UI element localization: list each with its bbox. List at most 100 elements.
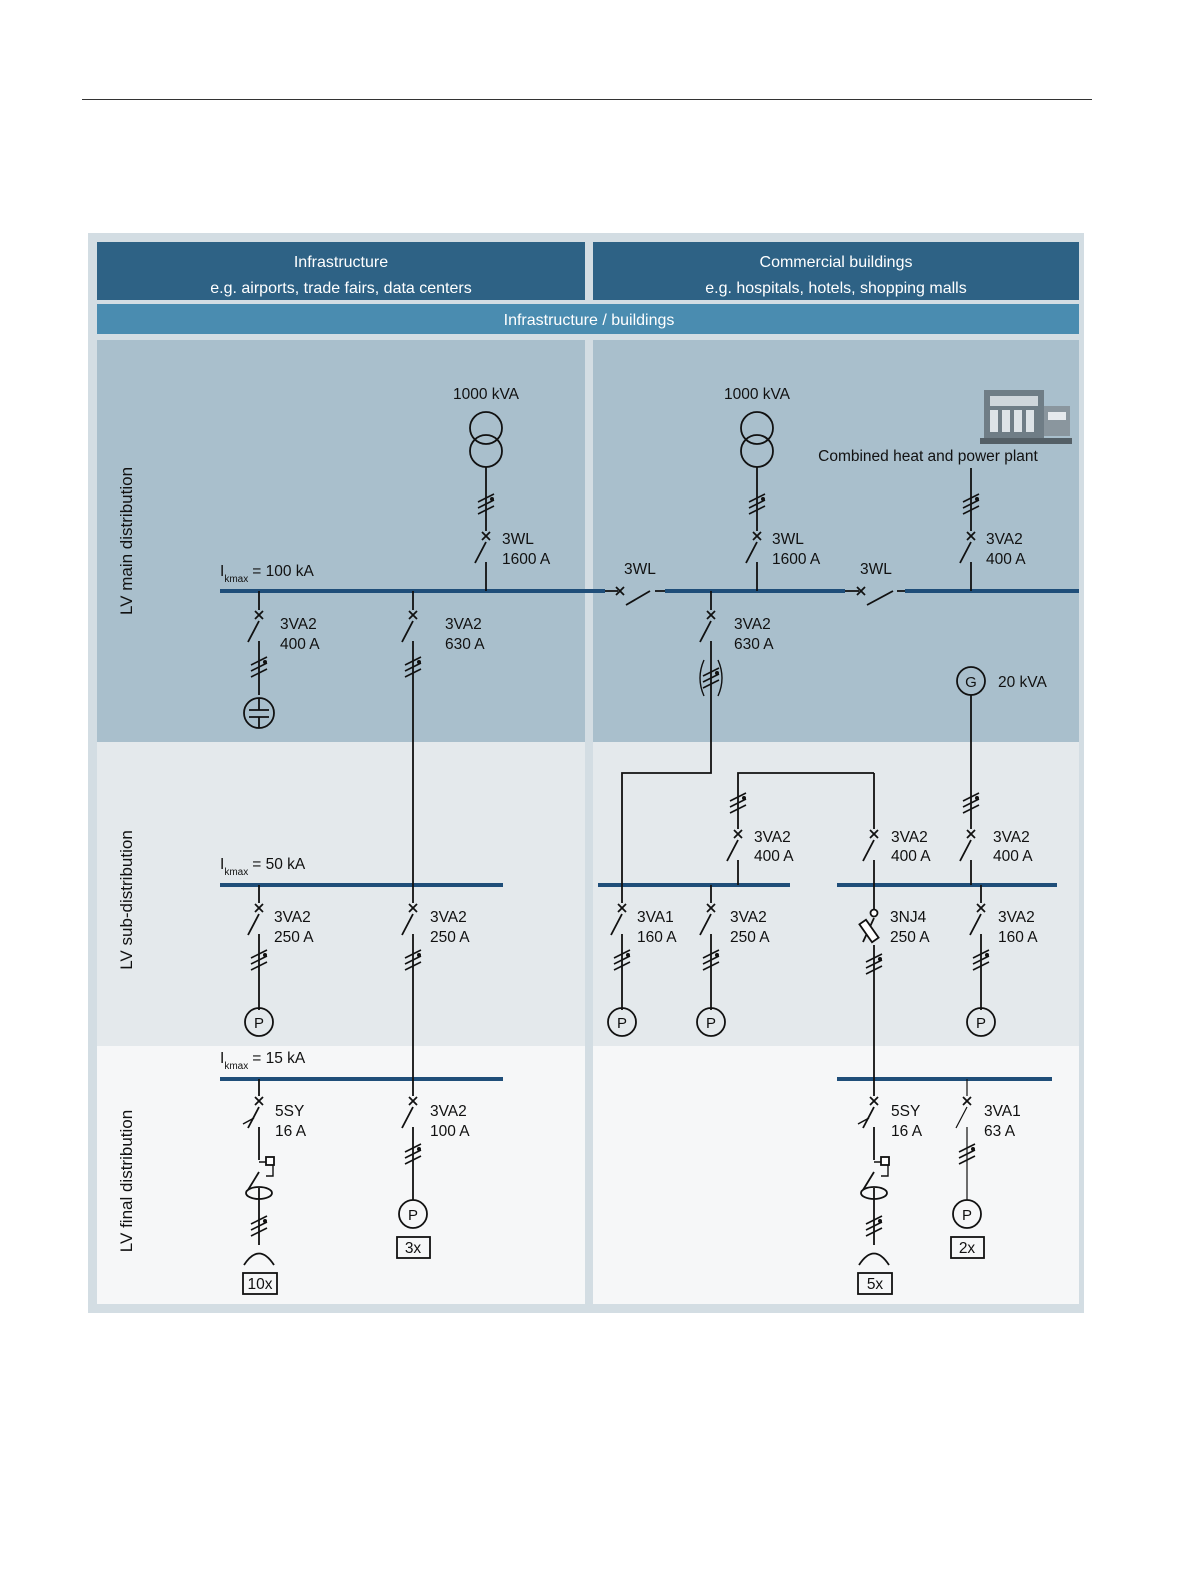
multiplier-box-3x <box>396 1236 431 1259</box>
header-right-title: Commercial buildings <box>760 254 913 271</box>
incomer-left-type: 3WL <box>502 531 534 548</box>
sub-b-1-rating: 250 A <box>890 929 930 946</box>
switch-contact-3nj4 <box>869 908 879 918</box>
header-left-title: Infrastructure <box>294 254 388 271</box>
sub-b-1-type: 3NJ4 <box>890 909 927 926</box>
multiplier-2x-label: 2x <box>959 1240 976 1257</box>
motor-right-b2-circle <box>966 1007 996 1037</box>
left-final-mcb-type: 5SY <box>275 1103 304 1120</box>
cap-feeder-type: 3VA2 <box>280 616 317 633</box>
left-sub-feeder-1-type: 3VA2 <box>274 909 311 926</box>
motor-right-a2-circle <box>696 1007 726 1037</box>
left-feeder-630-type: 3VA2 <box>445 616 482 633</box>
multiplier-box-10x <box>242 1272 278 1295</box>
chp-label: Combined heat and power plant <box>818 448 1038 465</box>
ikmax-sub: kmax <box>224 867 248 878</box>
generator-rating: 20 kVA <box>998 674 1047 691</box>
left-sub-feeder-2-rating: 250 A <box>430 929 470 946</box>
motor-right-a2-symbol: P <box>706 1015 716 1032</box>
sub-in-3-type: 3VA2 <box>993 829 1030 846</box>
multiplier-box-5x <box>857 1272 893 1295</box>
rcd-ring-left <box>245 1186 273 1200</box>
svg-text:Ikmax= 50 kA: Ikmax = 50 kA <box>220 856 306 878</box>
right-final-feeder-type: 3VA1 <box>984 1103 1021 1120</box>
motor-right-final-circle <box>952 1199 982 1229</box>
socket-right <box>858 1252 890 1266</box>
sub-a-2-type: 3VA2 <box>730 909 767 926</box>
sub-in-1-rating: 400 A <box>754 848 794 865</box>
right-feeder-630-rating: 630 A <box>734 636 774 653</box>
sub-in-3-rating: 400 A <box>993 848 1033 865</box>
transformer-left-rating: 1000 kVA <box>453 386 520 403</box>
motor-right-b2-symbol: P <box>976 1015 986 1032</box>
transformer-right-rating: 1000 kVA <box>724 386 791 403</box>
left-final-feeder-type: 3VA2 <box>430 1103 467 1120</box>
sub-b-2-rating: 160 A <box>998 929 1038 946</box>
ikmax-sub-label: Ikmax = 50 kA <box>220 856 306 878</box>
ikmax-i: I <box>220 856 224 873</box>
sub-zone-left <box>97 742 585 1046</box>
ikmax-sub-value: = 50 kA <box>252 856 306 873</box>
motor-left-final-circle <box>398 1199 428 1229</box>
incomer-right-type: 3WL <box>772 531 804 548</box>
section-sub-label: LV sub-distribution <box>117 830 136 970</box>
cap-feeder-rating: 400 A <box>280 636 320 653</box>
left-feeder-630-rating: 630 A <box>445 636 485 653</box>
motor-right-a1-circle <box>607 1007 637 1037</box>
right-feeder-630-type: 3VA2 <box>734 616 771 633</box>
chp-breaker-rating: 400 A <box>986 551 1026 568</box>
incomer-left-rating: 1600 A <box>502 551 551 568</box>
motor-right-a1-symbol: P <box>617 1015 627 1032</box>
transformer-left-winding-1 <box>469 411 503 445</box>
multiplier-3x-label: 3x <box>405 1240 422 1257</box>
sub-a-1-rating: 160 A <box>637 929 677 946</box>
ikmax-final-label: Ikmax = 15 kA <box>220 1050 306 1072</box>
sub-in-2-type: 3VA2 <box>891 829 928 846</box>
sub-b-2-type: 3VA2 <box>998 909 1035 926</box>
rcd-ring-right <box>860 1186 888 1200</box>
sub-a-2-rating: 250 A <box>730 929 770 946</box>
left-sub-feeder-1-rating: 250 A <box>274 929 314 946</box>
rcd-box-right <box>880 1156 890 1166</box>
left-final-mcb-rating: 16 A <box>275 1123 307 1140</box>
header-bar <box>97 304 1079 334</box>
fuse-3nj4 <box>858 918 880 944</box>
ikmax-main-value: = 100 kA <box>252 563 314 580</box>
final-zone-left <box>97 1046 585 1304</box>
sub-zone-right <box>593 742 1079 1046</box>
multiplier-10x-label: 10x <box>248 1276 273 1293</box>
ikmax-i: I <box>220 1050 224 1067</box>
motor-right-final-symbol: P <box>962 1207 972 1224</box>
chp-breaker-type: 3VA2 <box>986 531 1023 548</box>
multiplier-5x-label: 5x <box>867 1276 884 1293</box>
right-final-feeder-rating: 63 A <box>984 1123 1016 1140</box>
header-left-subtitle: e.g. airports, trade fairs, data centers <box>210 280 471 297</box>
sub-in-2-rating: 400 A <box>891 848 931 865</box>
ikmax-final-value: = 15 kA <box>252 1050 306 1067</box>
multiplier-box-2x <box>950 1236 985 1259</box>
rcd-box-left <box>265 1156 275 1166</box>
section-final-label: LV final distribution <box>117 1110 136 1252</box>
socket-left <box>243 1252 275 1266</box>
final-zone-right <box>593 1046 1079 1304</box>
transformer-right-winding-1 <box>740 411 774 445</box>
ikmax-sub: kmax <box>224 1061 248 1072</box>
generator-symbol: G <box>965 674 977 691</box>
section-main-label: LV main distribution <box>117 467 136 615</box>
header-left <box>97 242 585 300</box>
main-zone-left <box>97 340 585 742</box>
incomer-right-rating: 1600 A <box>772 551 821 568</box>
wiring <box>242 411 996 1295</box>
ikmax-i: I <box>220 563 224 580</box>
svg-text:Ikmax= 100 kA: Ikmax = 100 kA <box>220 563 314 585</box>
header-bar-label: Infrastructure / buildings <box>504 312 675 329</box>
left-sub-feeder-2-type: 3VA2 <box>430 909 467 926</box>
chp-plant-icon <box>980 390 1072 444</box>
tie-1-type: 3WL <box>624 561 656 578</box>
ikmax-main-label: Ikmax = 100 kA <box>220 563 314 585</box>
ikmax-sub: kmax <box>224 574 248 585</box>
header-right-subtitle: e.g. hospitals, hotels, shopping malls <box>705 280 966 297</box>
svg-text:Ikmax= 15 kA: Ikmax = 15 kA <box>220 1050 306 1072</box>
header-right <box>593 242 1079 300</box>
